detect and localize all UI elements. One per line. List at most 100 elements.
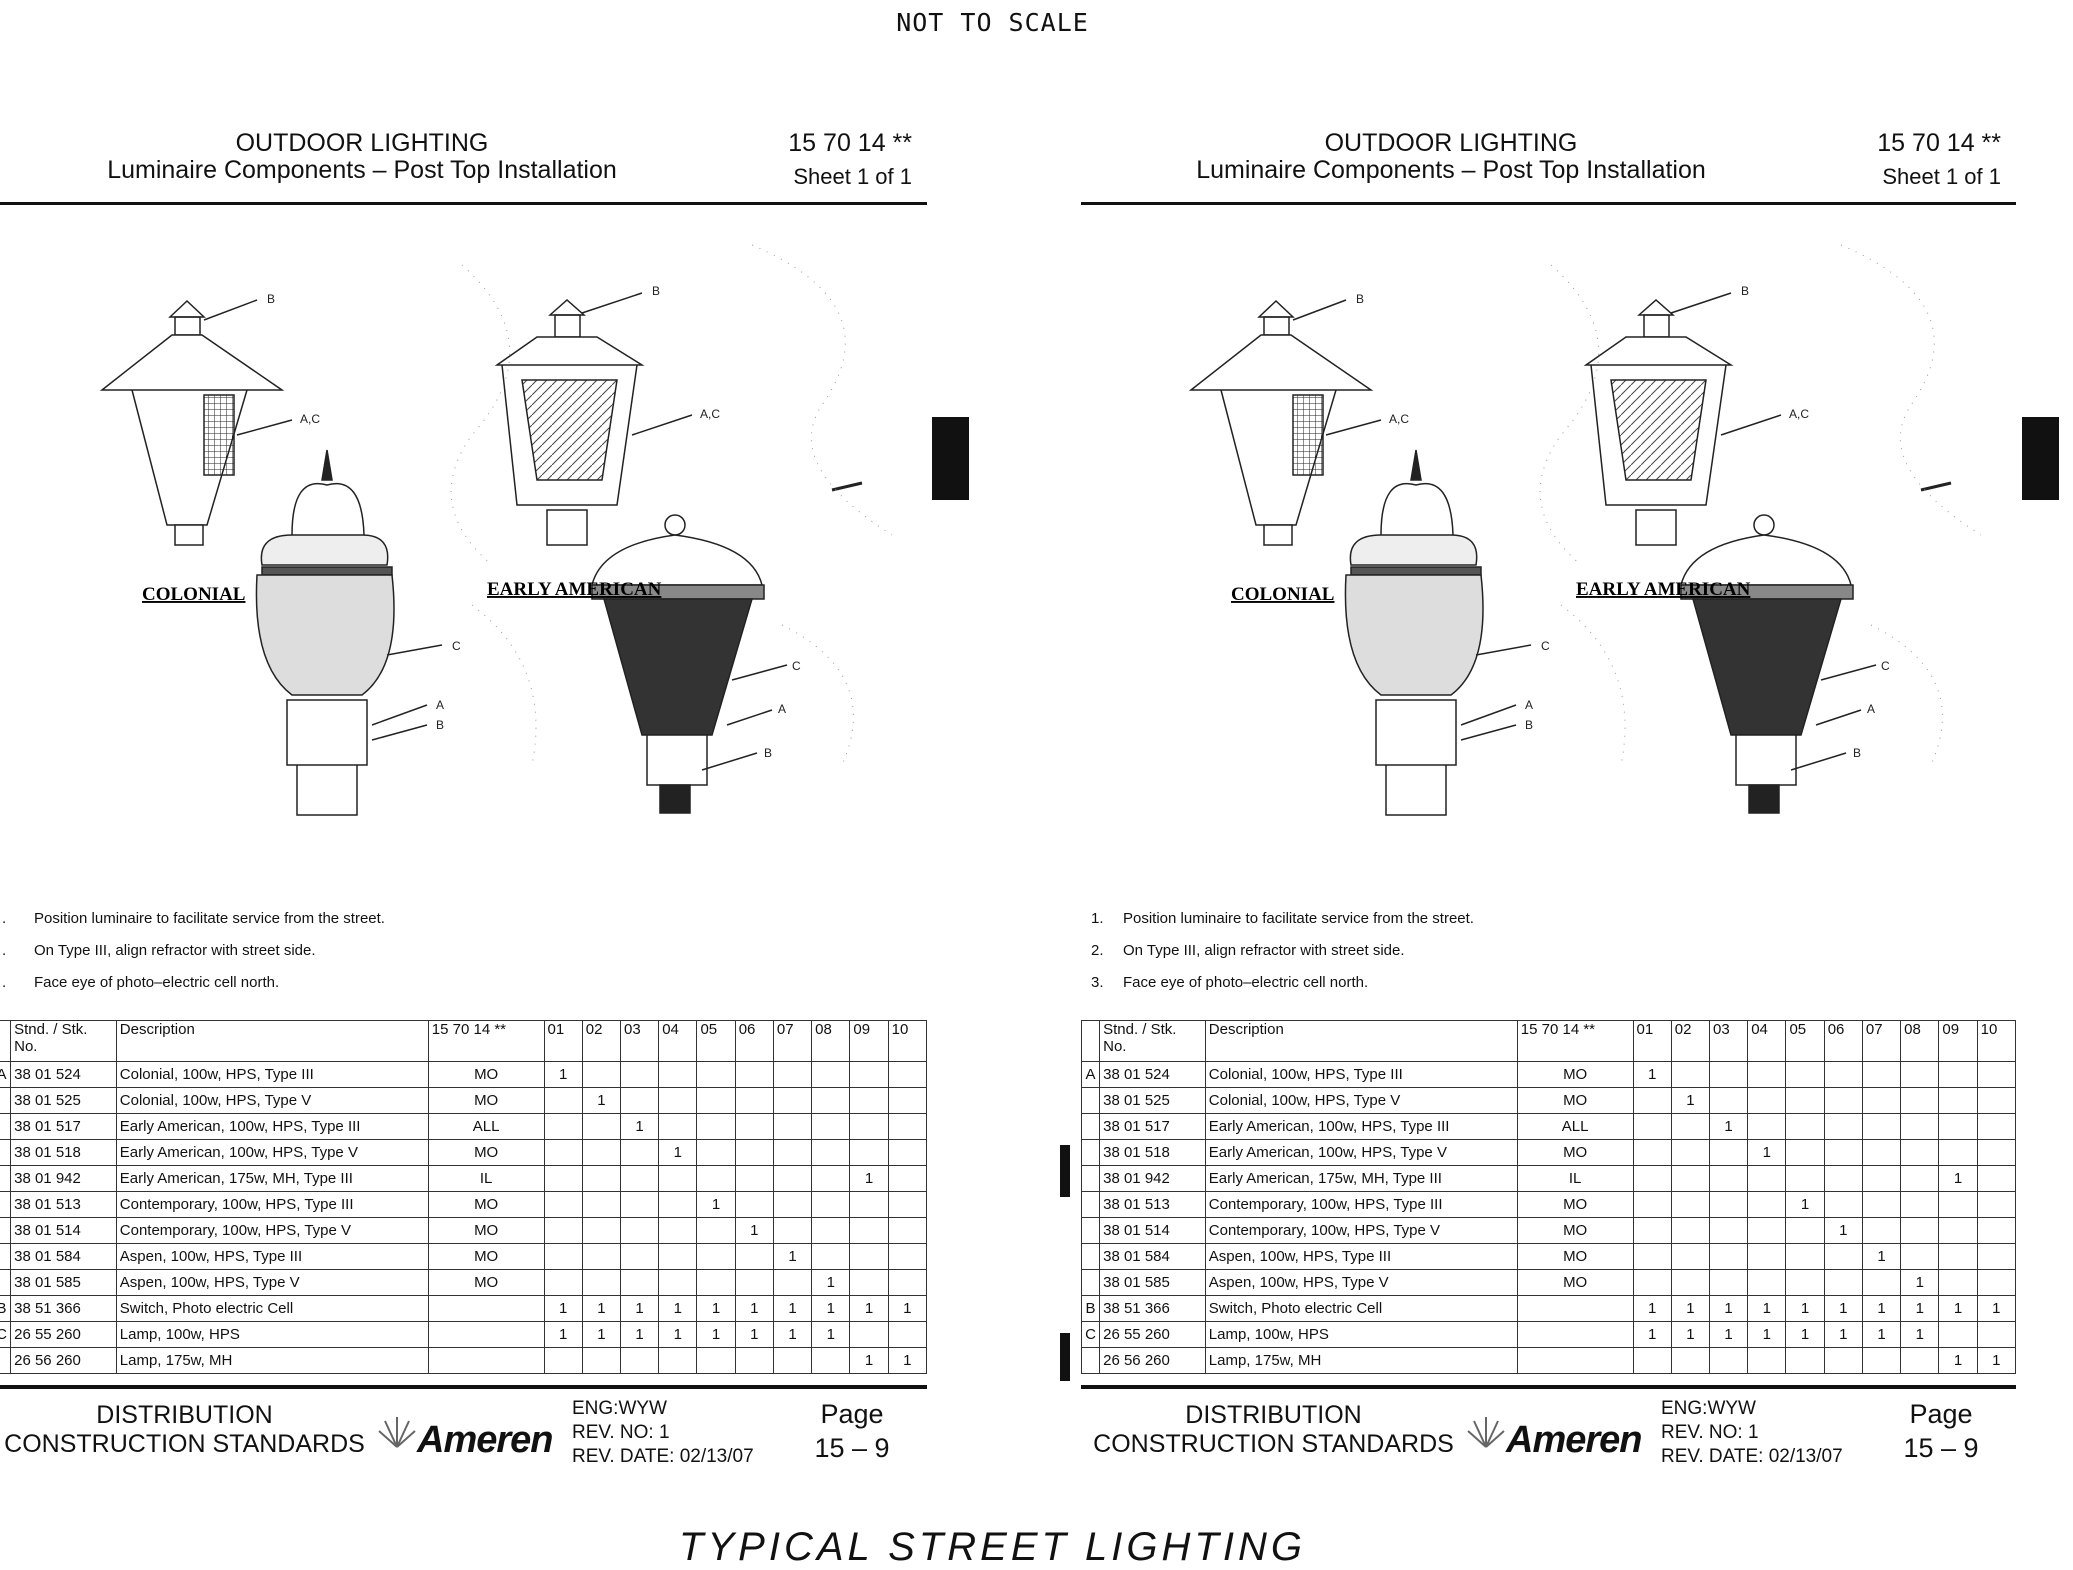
callout-letter-cell: A	[0, 1061, 12, 1088]
option-cell	[1900, 1165, 1940, 1192]
option-cell	[619, 1139, 660, 1166]
standard-number: 15 70 14 **	[788, 129, 912, 157]
option-cell	[543, 1191, 583, 1218]
option-cell	[1747, 1243, 1787, 1270]
option-cell: 1	[1861, 1321, 1902, 1348]
option-cell: 1	[1632, 1061, 1672, 1088]
option-cell	[1708, 1243, 1749, 1270]
option-cell	[887, 1321, 928, 1348]
callout-label: B	[1525, 718, 1533, 732]
org-line-1: DISTRIBUTION	[1185, 1401, 1362, 1429]
description-cell: Aspen, 100w, HPS, Type III	[1204, 1243, 1518, 1270]
option-cell	[887, 1243, 928, 1270]
option-cell	[1938, 1217, 1978, 1244]
option-cell	[1823, 1139, 1863, 1166]
option-cell	[1785, 1269, 1825, 1296]
option-cell: 1	[696, 1191, 736, 1218]
ameren-spark-icon	[1467, 1417, 1505, 1448]
revision-info: ENG:WYW REV. NO: 1 REV. DATE: 02/13/07	[572, 1397, 754, 1469]
column-header: 02	[1670, 1020, 1710, 1062]
option-cell	[543, 1113, 583, 1140]
caption-early-american: EARLY AMERICAN	[1576, 579, 1751, 600]
option-cell	[1976, 1269, 2017, 1296]
callout-labels: B A,C B A,C C A B C A B	[267, 284, 801, 760]
column-header: 07	[1861, 1020, 1902, 1062]
option-cell	[1976, 1243, 2017, 1270]
option-cell	[581, 1269, 621, 1296]
option-cell: 1	[811, 1269, 851, 1296]
option-cell	[887, 1087, 928, 1114]
callout-label: C	[452, 639, 461, 653]
description-cell: Lamp, 175w, MH	[1204, 1347, 1518, 1374]
option-cell	[1670, 1269, 1710, 1296]
installation-notes: 1.Position luminaire to facilitate servi…	[1091, 910, 1991, 1006]
option-cell	[772, 1061, 813, 1088]
option-cell	[543, 1269, 583, 1296]
revision-number: REV. NO: 1	[1661, 1422, 1759, 1443]
note-text: Face eye of photo–electric cell north.	[1123, 974, 1369, 991]
column-header	[1080, 1020, 1101, 1062]
option-cell	[1708, 1087, 1749, 1114]
callout-labels: B A,C B A,C C A B C A B	[1356, 284, 1890, 760]
option-cell	[811, 1061, 851, 1088]
callout-letter-cell	[1080, 1191, 1101, 1218]
standard-cell: IL	[427, 1165, 545, 1192]
callout-letter-cell	[0, 1087, 12, 1114]
option-cell	[734, 1061, 774, 1088]
option-cell	[581, 1139, 621, 1166]
column-header: 15 70 14 **	[427, 1020, 545, 1062]
option-cell	[734, 1347, 774, 1374]
option-cell	[1708, 1269, 1749, 1296]
column-header: 04	[658, 1020, 698, 1062]
caption-colonial: COLONIAL	[1231, 584, 1334, 605]
description-cell: Aspen, 100w, HPS, Type V	[115, 1269, 429, 1296]
option-cell: 1	[849, 1165, 889, 1192]
option-cell: 1	[1632, 1295, 1672, 1322]
stock-number-cell: 38 01 584	[1099, 1243, 1206, 1270]
option-cell	[1785, 1347, 1825, 1374]
option-cell	[1900, 1087, 1940, 1114]
org-name: DISTRIBUTION CONSTRUCTION STANDARDS	[0, 1401, 377, 1459]
option-cell: 1	[1938, 1295, 1978, 1322]
callout-letter-cell	[0, 1165, 12, 1192]
option-cell	[1785, 1113, 1825, 1140]
standard-cell: MO	[1516, 1191, 1634, 1218]
callout-arrows	[203, 292, 863, 771]
option-cell	[887, 1165, 928, 1192]
sheet-title: OUTDOOR LIGHTING	[235, 129, 489, 157]
option-cell	[696, 1243, 736, 1270]
description-cell: Switch, Photo electric Cell	[1204, 1295, 1518, 1322]
engineer: ENG:WYW	[572, 1398, 667, 1419]
option-cell: 1	[1632, 1321, 1672, 1348]
option-cell	[1747, 1087, 1787, 1114]
standard-cell: MO	[427, 1139, 545, 1166]
aspen-luminaire	[255, 449, 395, 816]
callout-letter-cell	[0, 1347, 12, 1374]
option-cell	[1670, 1217, 1710, 1244]
column-header: 01	[543, 1020, 583, 1062]
option-cell	[581, 1217, 621, 1244]
option-cell	[543, 1139, 583, 1166]
standard-cell	[1516, 1321, 1634, 1348]
column-header: 02	[581, 1020, 621, 1062]
option-cell	[1747, 1191, 1787, 1218]
option-cell: 1	[1861, 1243, 1902, 1270]
column-header: 10	[887, 1020, 928, 1062]
callout-label: A,C	[1389, 412, 1409, 426]
note-text: On Type III, align refractor with street…	[34, 942, 316, 959]
option-cell	[1823, 1243, 1863, 1270]
stock-number-cell: 38 01 513	[10, 1191, 117, 1218]
revision-number: REV. NO: 1	[572, 1422, 670, 1443]
option-cell	[1938, 1087, 1978, 1114]
column-header: 09	[849, 1020, 889, 1062]
option-cell: 1	[1823, 1321, 1863, 1348]
option-cell	[581, 1347, 621, 1374]
standards-sheet-left: OUTDOOR LIGHTING Luminaire Components – …	[0, 90, 928, 1500]
colonial-luminaire	[1188, 299, 1374, 546]
sheet-title: OUTDOOR LIGHTING	[1324, 129, 1578, 157]
standard-number: 15 70 14 **	[1877, 129, 2001, 157]
option-cell: 1	[658, 1321, 698, 1348]
